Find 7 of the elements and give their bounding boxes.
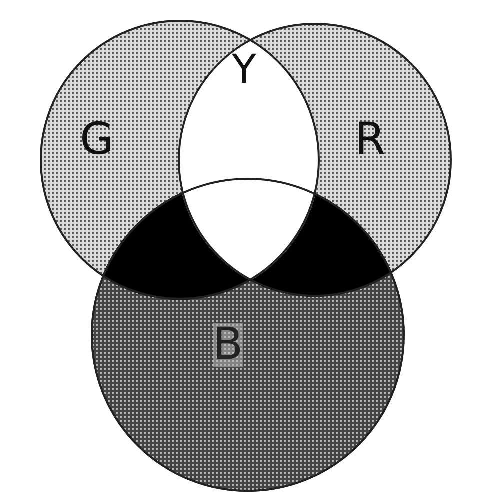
venn-circle: [178, 23, 452, 297]
circle-label: G: [80, 118, 114, 162]
venn-circle: [40, 20, 320, 300]
venn-circle: [91, 178, 405, 492]
circle-label: B: [213, 323, 244, 367]
region-label: Y: [232, 50, 256, 90]
circle-label: R: [355, 118, 386, 162]
